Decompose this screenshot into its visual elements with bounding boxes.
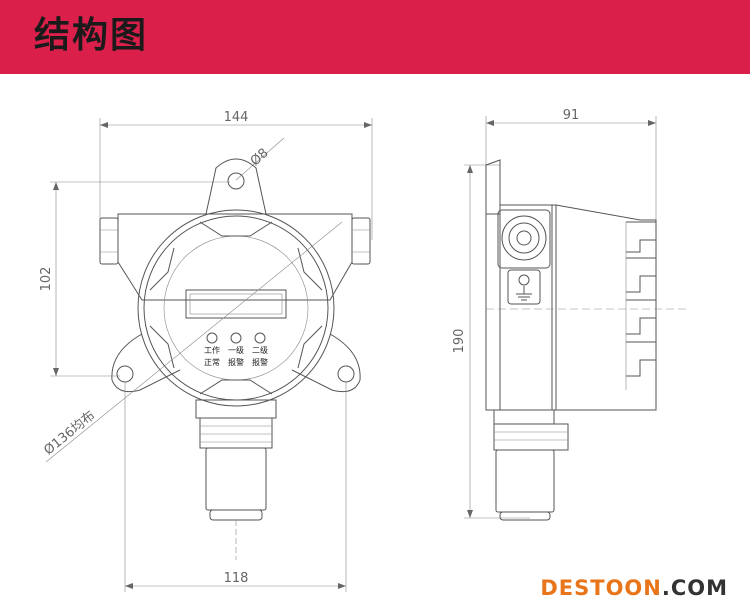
- dim-hole-label: Ø8: [248, 146, 272, 170]
- dim-side-height-label: 190: [452, 329, 467, 354]
- indicator-1-line1: 工作: [204, 345, 220, 355]
- indicator-2-line2: 报警: [228, 357, 244, 367]
- dim-height-label: 102: [39, 267, 54, 292]
- side-view: 91 190: [452, 108, 690, 521]
- watermark-part2: .COM: [661, 576, 728, 600]
- watermark-part1: DESTOON: [540, 576, 662, 600]
- header-bar: 结构图: [0, 0, 750, 74]
- dim-bottom-label: 118: [224, 571, 249, 586]
- indicator-3-line1: 二级: [252, 345, 268, 355]
- front-view: 144 102 Ø8: [39, 110, 373, 592]
- indicator-1-line2: 正常: [204, 358, 220, 367]
- dim-pcd-label: Ø136均布: [41, 408, 98, 458]
- dim-width-label: 144: [224, 110, 249, 125]
- dim-depth-label: 91: [563, 108, 580, 123]
- indicator-3-line2: 报警: [252, 357, 268, 367]
- indicator-2-line1: 一级: [228, 345, 244, 355]
- page-title: 结构图: [34, 15, 149, 56]
- watermark-logo: DESTOON.COM: [540, 576, 728, 600]
